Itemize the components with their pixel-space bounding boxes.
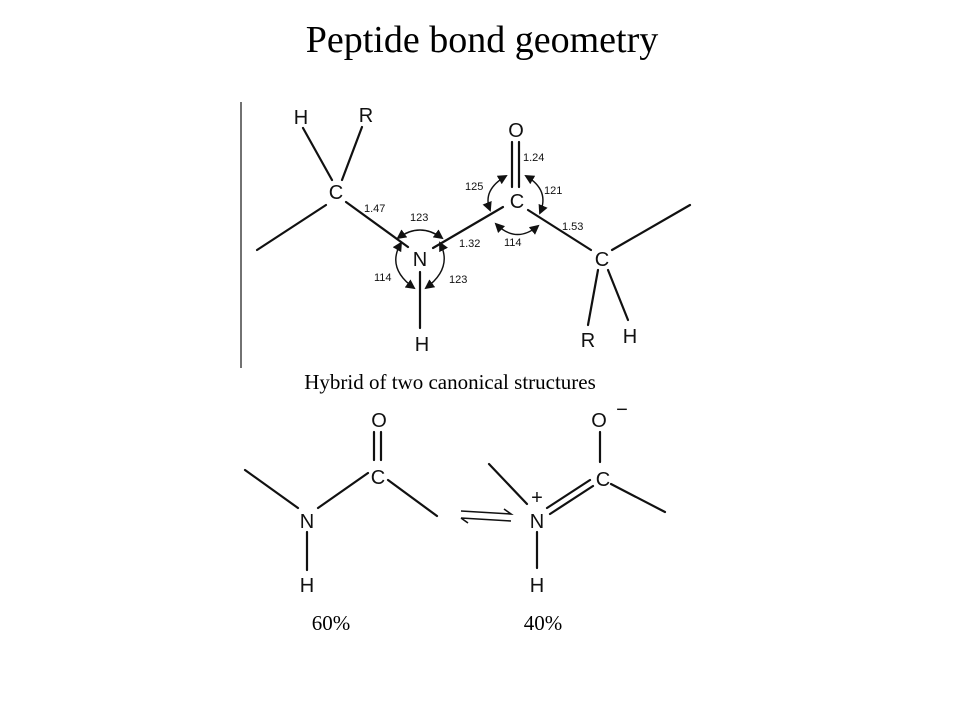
resonance-structure-left: O C N H <box>243 410 439 597</box>
atom-c-carbonyl: C <box>510 191 524 213</box>
angle-calpha-n-c: 123 <box>410 212 428 224</box>
bond-c-calpha <box>526 208 593 252</box>
atom-h: H <box>530 575 544 597</box>
angle-o-c-calpha: 121 <box>544 185 562 197</box>
atom-h-amide: H <box>415 334 429 356</box>
bond-right-chain <box>610 203 692 252</box>
bond-n-c <box>431 205 505 250</box>
angle-arc-n-c-calpha <box>494 222 540 236</box>
percent-right: 40% <box>524 611 563 635</box>
length-c-o: 1.24 <box>523 152 544 164</box>
bond-calpha-r-right <box>586 268 600 327</box>
angle-arc-o-c-calpha <box>524 175 548 215</box>
bond-calpha-r <box>340 125 364 182</box>
angle-arc-o-c-n <box>482 175 508 212</box>
bond-n-c-1 <box>545 478 592 510</box>
bond-n-c <box>316 471 370 510</box>
length-calpha-n: 1.47 <box>364 203 385 215</box>
resonance-structure-right: O − C N + H <box>487 399 667 597</box>
atom-n: N <box>413 249 427 271</box>
bond-calpha-h-right <box>606 268 630 322</box>
angle-c-n-h: 123 <box>449 274 467 286</box>
angle-arc-calpha-n-h <box>392 241 416 290</box>
bond-n-c-2 <box>548 484 595 516</box>
atom-h: H <box>300 575 314 597</box>
atom-o: O <box>591 410 607 432</box>
atom-n: N <box>530 511 544 533</box>
bond-calpha-h <box>301 126 334 182</box>
atom-n: N <box>300 511 314 533</box>
bond-left-chain <box>255 203 328 252</box>
atom-h: H <box>294 107 308 129</box>
atom-c: C <box>596 469 610 491</box>
bond-right-chain <box>386 478 439 518</box>
charge-plus: + <box>531 487 543 509</box>
bond-left-chain <box>487 462 529 506</box>
angle-n-c-calpha: 114 <box>504 237 522 249</box>
length-n-c: 1.32 <box>459 238 480 250</box>
bond-calpha-n <box>344 200 410 249</box>
angle-arc-c-n-h <box>424 241 448 290</box>
peptide-geometry-structure: H R C N H C O C R H 1.47 1.32 1.24 1.53 … <box>240 102 692 368</box>
atom-o: O <box>508 120 524 142</box>
atom-c: C <box>371 467 385 489</box>
forward-arrow <box>460 508 514 515</box>
atom-o: O <box>371 410 387 432</box>
atom-r: R <box>359 105 373 127</box>
equilibrium-arrows <box>460 508 514 524</box>
atom-c-alpha: C <box>329 182 343 204</box>
reverse-arrow <box>460 517 512 524</box>
atom-h-right: H <box>623 326 637 348</box>
percent-left: 60% <box>312 611 351 635</box>
atom-c-alpha-right: C <box>595 249 609 271</box>
charge-minus: − <box>616 399 628 421</box>
length-c-calpha: 1.53 <box>562 221 583 233</box>
angle-o-c-n: 125 <box>465 181 483 193</box>
atom-r-right: R <box>581 330 595 352</box>
angle-arc-calpha-n-c <box>396 229 444 240</box>
bond-left-chain <box>243 468 300 510</box>
angle-calpha-n-h: 114 <box>374 272 392 284</box>
page-title: Peptide bond geometry <box>306 19 658 61</box>
subtitle: Hybrid of two canonical structures <box>304 370 596 394</box>
bond-right-chain <box>609 482 667 514</box>
